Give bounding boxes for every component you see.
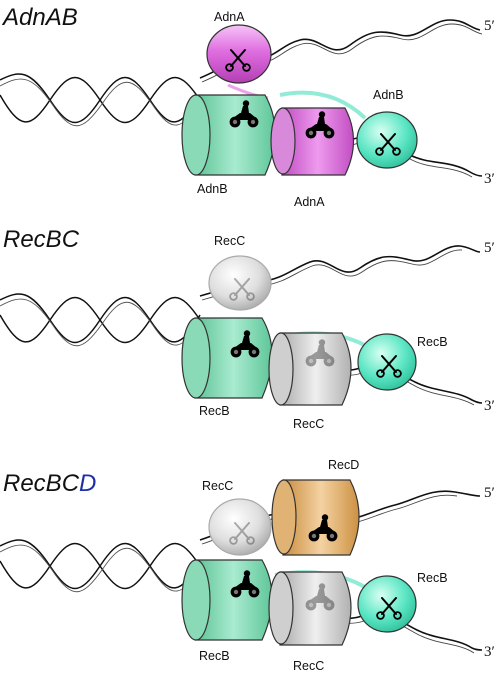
recc-nuclease-domain	[208, 255, 272, 311]
panel-title: RecBC	[3, 226, 80, 253]
linker-arm	[279, 90, 367, 120]
label-right-nuclease: RecB	[417, 335, 448, 349]
label-right-nuclease: AdnB	[373, 88, 404, 102]
panel-title: AdnAB	[1, 4, 78, 31]
dna-double-helix	[0, 293, 203, 347]
dna-double-helix	[0, 73, 203, 127]
label-left-motor: RecB	[199, 649, 230, 663]
recb-motor-domain	[181, 559, 273, 641]
label-left-motor: AdnB	[197, 182, 228, 196]
label-top-nuclease: RecC	[214, 234, 245, 248]
label-left-motor: RecB	[199, 404, 230, 418]
adna-nuclease-domain	[206, 24, 272, 84]
strand-end-5prime: 5′	[484, 485, 495, 501]
dna-double-helix	[0, 539, 203, 593]
recb-nuclease-domain	[357, 333, 417, 391]
label-right-nuclease: RecB	[417, 571, 448, 585]
label-right-motor: AdnA	[294, 195, 325, 209]
strand-end-3prime: 3′	[484, 644, 495, 660]
adna-motor-domain	[270, 107, 354, 176]
recb-nuclease-domain	[357, 575, 417, 633]
strand-end-3prime: 3′	[484, 398, 495, 414]
strand-end-3prime: 3′	[484, 171, 495, 187]
recb-motor-domain	[181, 317, 273, 399]
label-right-motor: RecC	[293, 659, 324, 673]
panel-adnab: AdnA AdnB AdnB AdnA 5′ 3′	[0, 10, 495, 209]
recc-nuclease-domain	[208, 498, 272, 556]
strand-end-5prime: 5′	[484, 240, 495, 256]
label-top-nuclease: RecC	[202, 479, 233, 493]
adnb-nuclease-domain	[356, 111, 418, 169]
adnb-motor-domain	[181, 94, 276, 176]
recc-motor-domain	[268, 332, 352, 406]
strand-end-5prime: 5′	[484, 18, 495, 34]
recd-motor-domain	[271, 479, 360, 556]
label-top-motor: RecD	[328, 458, 359, 472]
panel-title: RecBCD	[3, 470, 96, 497]
recc-motor-domain	[268, 571, 352, 646]
label-top-nuclease: AdnA	[214, 10, 245, 24]
panel-recbcd: RecC RecD RecB RecB RecC 5′ 3′	[0, 458, 495, 673]
label-right-motor: RecC	[293, 417, 324, 431]
panel-recbc: RecC RecB RecB RecC 5′ 3′	[0, 234, 495, 431]
